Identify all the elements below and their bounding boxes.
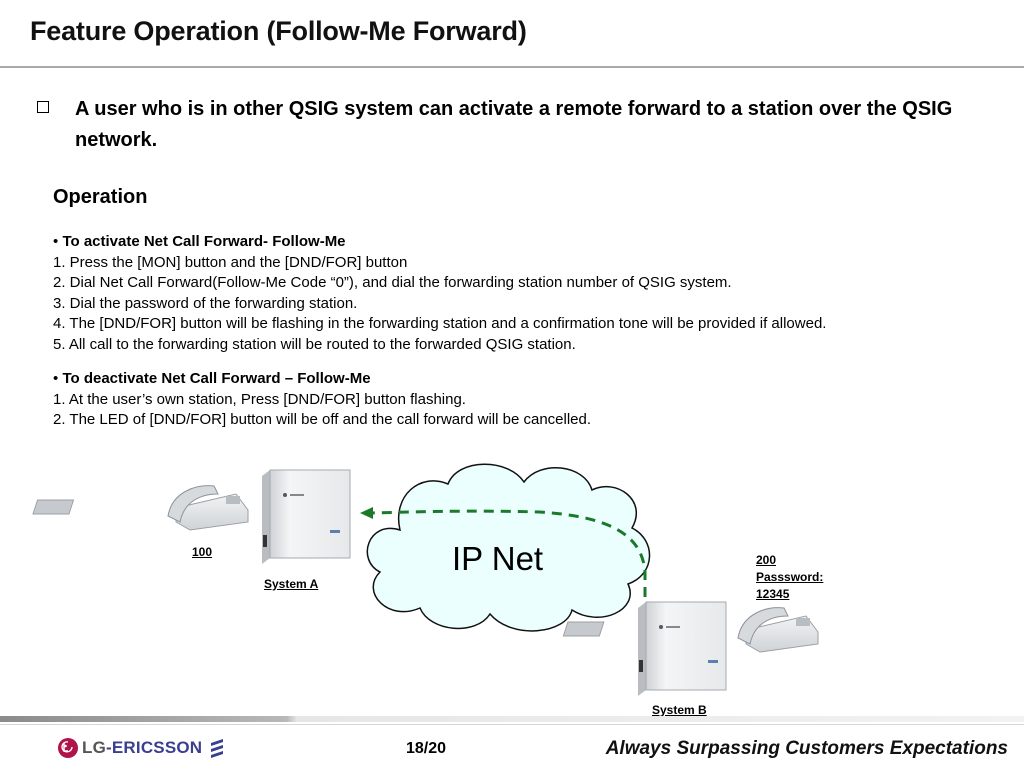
deactivate-step-2: 2. The LED of [DND/FOR] button will be o… bbox=[53, 411, 592, 428]
station-b-password: 12345 bbox=[756, 587, 790, 601]
system-b-label: System B bbox=[652, 703, 707, 717]
operation-heading: Operation bbox=[53, 186, 148, 208]
activate-heading-line: • To activate Net Call Forward- Follow-M… bbox=[53, 232, 826, 253]
bullet-dot: • bbox=[53, 233, 59, 250]
footer-divider-thin bbox=[0, 724, 1024, 725]
activate-step-4: 4. The [DND/FOR] button will be flashing… bbox=[53, 315, 827, 332]
station-b-number: 200 bbox=[756, 553, 777, 567]
phone-200-icon bbox=[562, 607, 819, 653]
footer-tagline: Always Surpassing Customers Expectations bbox=[605, 738, 1008, 759]
logo-text: LG-ERICSSON bbox=[82, 738, 202, 758]
operation-steps: • To activate Net Call Forward- Follow-M… bbox=[53, 232, 826, 431]
checkbox-bullet-icon bbox=[37, 101, 49, 113]
activate-step-5: 5. All call to the forwarding station wi… bbox=[53, 335, 576, 353]
phone-100-icon bbox=[32, 485, 249, 531]
ericsson-mark-icon bbox=[211, 739, 224, 758]
lg-ericsson-logo: LG-ERICSSON bbox=[58, 735, 224, 761]
footer-divider bbox=[0, 716, 1024, 722]
deactivate-step-1: 1. At the user’s own station, Press [DND… bbox=[53, 390, 466, 408]
arrowhead-icon bbox=[360, 507, 373, 519]
logo-brand: ERICSSON bbox=[111, 738, 203, 757]
bullet-dot: • bbox=[53, 370, 59, 387]
main-point-text: A user who is in other QSIG system can a… bbox=[75, 98, 953, 151]
slide-title: Feature Operation (Follow-Me Forward) bbox=[30, 16, 527, 46]
system-a-pbx-icon bbox=[262, 469, 351, 564]
activate-step-3: 3. Dial the password of the forwarding s… bbox=[53, 294, 358, 312]
logo-dash: - bbox=[106, 738, 112, 757]
deactivate-heading: To deactivate Net Call Forward – Follow-… bbox=[62, 370, 371, 387]
activate-step-2: 2. Dial Net Call Forward(Follow-Me Code … bbox=[53, 274, 732, 291]
system-b-pbx-icon bbox=[638, 601, 727, 696]
ip-cloud-shape bbox=[366, 463, 651, 632]
station-b-password-label: Passsword: bbox=[756, 570, 824, 584]
lg-face-icon bbox=[58, 738, 78, 758]
activate-heading: To activate Net Call Forward- Follow-Me bbox=[62, 233, 346, 250]
logo-prefix: LG bbox=[82, 738, 107, 757]
ip-net-label: IP Net bbox=[452, 540, 544, 577]
system-a-label: System A bbox=[264, 577, 319, 591]
forward-arrow-line bbox=[371, 509, 647, 597]
station-a-number: 100 bbox=[192, 545, 213, 559]
page-number: 18/20 bbox=[406, 740, 447, 757]
activate-step-1: 1. Press the [MON] button and the [DND/F… bbox=[53, 253, 408, 271]
deactivate-heading-line: • To deactivate Net Call Forward – Follo… bbox=[53, 369, 826, 390]
title-divider bbox=[0, 66, 1024, 68]
